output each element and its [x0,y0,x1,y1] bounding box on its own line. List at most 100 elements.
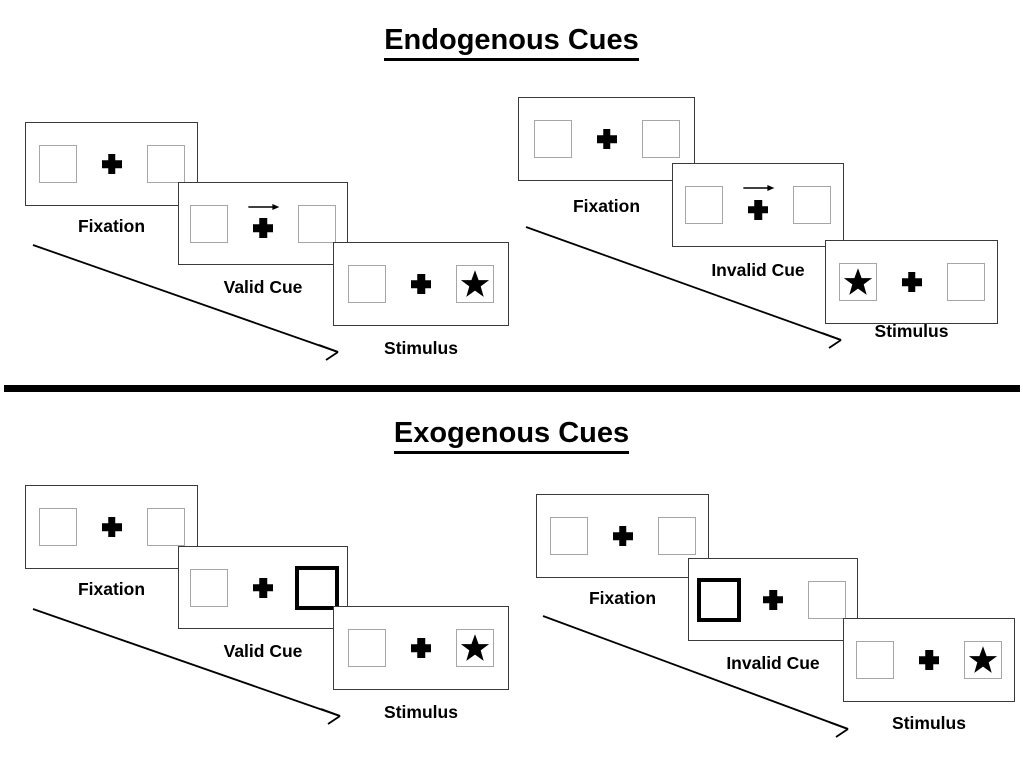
fixation-cross-icon [748,200,768,220]
fixation-center [237,200,289,248]
fixation-center [395,624,447,672]
stimulus-box-right [146,145,185,183]
stimulus-box-right [298,204,336,243]
panel-exogenous-invalid-cue [688,558,858,641]
caption-text: Fixation [77,579,146,599]
time-arrow-exogenous-invalid [542,615,849,738]
left-box-slot [847,641,903,679]
stimulus-box-right [456,629,494,667]
stimulus-box-left [190,568,228,607]
stimulus-box-left [549,517,588,555]
caption-exogenous-valid-cue: Valid Cue [178,641,348,662]
stimulus-box-left [685,186,723,224]
left-box-slot [30,145,86,183]
caption-exogenous-valid-fixation: Fixation [25,579,198,600]
left-box-slot [691,577,747,622]
panel-exogenous-valid-fixation [25,485,198,569]
time-arrow-endogenous-valid [32,244,339,361]
panel-exogenous-valid-stimulus [333,606,509,690]
right-box-slot [447,265,503,303]
section-title-exogenous: Exogenous Cues [0,417,1023,454]
caption-text: Invalid Cue [711,260,805,280]
section-title-endogenous-text: Endogenous Cues [384,24,639,61]
star-icon [968,646,998,673]
caption-text: Stimulus [384,702,458,722]
stimulus-box-left [38,145,77,183]
caption-text: Stimulus [892,713,966,733]
right-box-slot [938,263,994,301]
section-divider [4,385,1020,392]
stimulus-box-left-highlighted [697,577,741,622]
caption-text: Invalid Cue [726,653,820,673]
left-box-slot [181,204,237,243]
fixation-center [747,576,799,624]
fixation-center [237,564,289,612]
fixation-cross-icon [902,272,922,292]
fixation-center [581,115,633,163]
fixation-cross-icon [919,650,939,670]
caption-text: Fixation [572,196,641,216]
section-title-exogenous-text: Exogenous Cues [393,417,630,454]
caption-endogenous-valid-fixation: Fixation [25,216,198,237]
fixation-cross-icon [763,590,783,610]
caption-text: Valid Cue [223,277,303,297]
stimulus-box-left [838,263,877,301]
fixation-center [903,636,955,684]
caption-endogenous-valid-cue: Valid Cue [178,277,348,298]
fixation-cross-icon [253,218,273,238]
left-box-slot [339,629,395,667]
fixation-center [732,181,784,229]
left-box-slot [676,186,732,224]
cue-arrow-right-icon [743,185,775,191]
panel-exogenous-invalid-fixation [536,494,709,578]
caption-text: Fixation [77,216,146,236]
star-icon [843,268,872,295]
stimulus-box-right [657,517,696,555]
fixation-cross-icon [102,517,122,537]
caption-exogenous-valid-stimulus: Stimulus [333,702,509,723]
caption-text: Stimulus [874,321,949,341]
fixation-center [886,258,938,306]
right-box-slot [649,517,705,555]
fixation-cross-icon [411,274,431,294]
panel-exogenous-invalid-stimulus [843,618,1015,702]
time-arrow-exogenous-valid [32,608,341,725]
panel-endogenous-valid-fixation [25,122,198,206]
fixation-center [597,512,649,560]
right-box-slot [784,186,840,224]
right-box-slot [799,580,855,619]
caption-endogenous-invalid-cue: Invalid Cue [672,260,844,281]
fixation-center [395,260,447,308]
star-icon [460,634,490,661]
stimulus-box-left [533,120,572,158]
stimulus-box-right [964,641,1002,679]
right-box-slot [955,641,1011,679]
fixation-center [86,503,138,551]
caption-exogenous-invalid-fixation: Fixation [536,588,709,609]
right-box-slot [633,120,689,158]
panel-endogenous-valid-cue [178,182,348,265]
caption-endogenous-invalid-fixation: Fixation [518,196,695,217]
stimulus-box-right [456,265,494,303]
caption-endogenous-invalid-stimulus: Stimulus [825,321,998,342]
stimulus-box-right-highlighted [295,565,339,610]
section-title-endogenous: Endogenous Cues [0,24,1023,61]
star-icon [460,270,490,297]
left-box-slot [525,120,581,158]
cue-arrow-right-icon [248,203,280,210]
stimulus-box-right [793,186,831,224]
time-arrow-endogenous-invalid [525,226,842,349]
fixation-cross-icon [411,638,431,658]
stimulus-box-right [946,263,985,301]
panel-exogenous-valid-cue [178,546,348,629]
caption-endogenous-valid-stimulus: Stimulus [333,338,509,359]
fixation-cross-icon [613,526,633,546]
fixation-cross-icon [253,578,273,598]
right-box-slot [138,145,194,183]
stimulus-box-right [146,508,185,546]
caption-text: Valid Cue [223,641,303,661]
stimulus-box-left [38,508,77,546]
stimulus-box-left [856,641,894,679]
right-box-slot [138,508,194,546]
stimulus-box-right [808,580,846,619]
